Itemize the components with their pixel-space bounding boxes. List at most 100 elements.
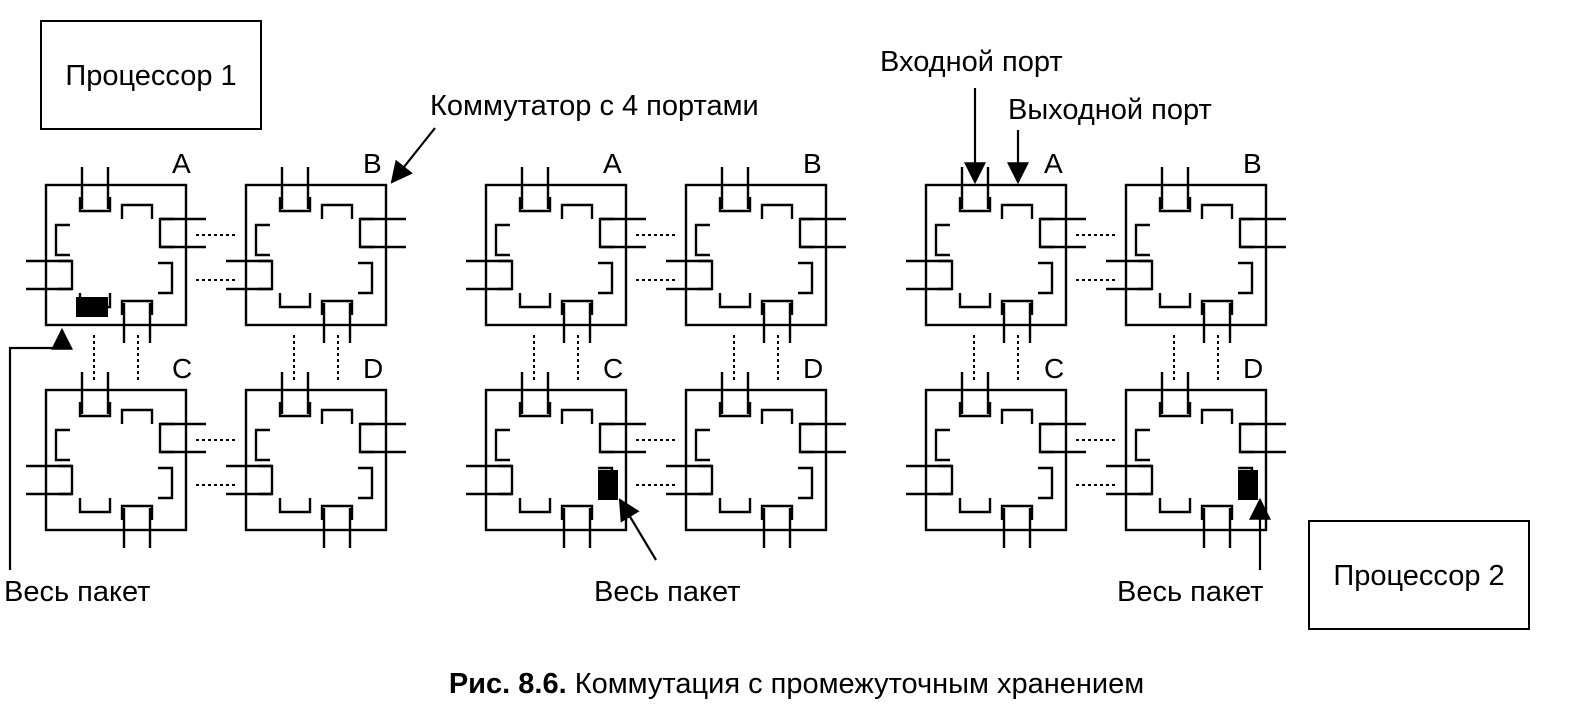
switch-C bbox=[466, 372, 646, 548]
port-buffer bbox=[320, 504, 354, 520]
switch-frame bbox=[924, 183, 1068, 327]
switch-callout-arrow bbox=[390, 127, 436, 184]
switch-D bbox=[666, 372, 846, 548]
port-buffer bbox=[518, 197, 552, 213]
port-buffer bbox=[358, 466, 374, 500]
port-buffer bbox=[934, 428, 950, 462]
port-buffer bbox=[158, 261, 174, 295]
port-buffer bbox=[760, 299, 794, 315]
port-buffer bbox=[798, 217, 814, 249]
port-buffer bbox=[1134, 223, 1150, 257]
port-buffer bbox=[58, 464, 74, 496]
switch-frame bbox=[44, 183, 188, 327]
port-buffer bbox=[1038, 422, 1054, 454]
port-buffer bbox=[254, 428, 270, 462]
port-buffer bbox=[78, 197, 112, 213]
switch-frame bbox=[484, 183, 628, 327]
port-buffer bbox=[358, 217, 374, 249]
switch-frame bbox=[244, 183, 388, 327]
port-buffer bbox=[120, 408, 154, 424]
port-buffer bbox=[1138, 464, 1154, 496]
port-buffer bbox=[718, 197, 752, 213]
port-buffer bbox=[54, 428, 70, 462]
switch-letter-c: C bbox=[603, 353, 624, 384]
port-buffer bbox=[1200, 203, 1234, 219]
port-buffer bbox=[958, 293, 992, 309]
port-buffer bbox=[958, 402, 992, 418]
switch-frame bbox=[684, 388, 828, 532]
port-buffer bbox=[120, 203, 154, 219]
port-buffer bbox=[798, 422, 814, 454]
processor-1-box: Процессор 1 bbox=[40, 20, 262, 130]
port-buffer bbox=[1134, 428, 1150, 462]
port-buffer bbox=[694, 223, 710, 257]
port-buffer bbox=[698, 464, 714, 496]
port-buffer bbox=[518, 293, 552, 309]
switch-frame bbox=[684, 183, 828, 327]
port-buffer bbox=[798, 466, 814, 500]
port-buffer bbox=[1238, 422, 1254, 454]
port-buffer bbox=[1000, 299, 1034, 315]
port-buffer bbox=[1200, 408, 1234, 424]
port-buffer bbox=[760, 203, 794, 219]
port-buffer bbox=[320, 203, 354, 219]
switch-frame bbox=[484, 388, 628, 532]
port-buffer bbox=[1158, 498, 1192, 514]
port-buffer bbox=[54, 223, 70, 257]
port-buffer bbox=[938, 259, 954, 291]
switch-frame bbox=[1124, 388, 1268, 532]
switch-letter-b: B bbox=[363, 148, 382, 179]
switch-C bbox=[26, 372, 206, 548]
switch-letter-d: D bbox=[803, 353, 824, 384]
port-buffer bbox=[598, 217, 614, 249]
caption-text: Коммутация с промежуточным хранением bbox=[574, 668, 1145, 700]
port-buffer bbox=[78, 498, 112, 514]
port-buffer bbox=[320, 299, 354, 315]
switch-letter-d: D bbox=[363, 353, 384, 384]
port-buffer bbox=[278, 197, 312, 213]
port-buffer bbox=[1158, 197, 1192, 213]
port-buffer bbox=[760, 504, 794, 520]
switch-letter-c: C bbox=[1044, 353, 1065, 384]
packet-label-1: Весь пакет bbox=[4, 576, 151, 608]
packet-label-3: Весь пакет bbox=[1117, 576, 1264, 608]
port-buffer bbox=[938, 464, 954, 496]
port-buffer bbox=[958, 498, 992, 514]
port-buffer bbox=[1238, 217, 1254, 249]
port-buffer bbox=[1000, 203, 1034, 219]
port-buffer bbox=[698, 259, 714, 291]
port-buffer bbox=[498, 259, 514, 291]
port-buffer bbox=[718, 293, 752, 309]
switch-C bbox=[906, 372, 1086, 548]
port-buffer bbox=[320, 408, 354, 424]
processor-1-label: Процессор 1 bbox=[65, 60, 237, 92]
switch-letter-a: A bbox=[172, 148, 191, 179]
port-buffer bbox=[560, 299, 594, 315]
port-buffer bbox=[1038, 466, 1054, 500]
port-buffer bbox=[1138, 259, 1154, 291]
port-buffer bbox=[278, 498, 312, 514]
port-buffer bbox=[254, 223, 270, 257]
packet-arrow-1 bbox=[8, 327, 73, 570]
packet-arrow-2 bbox=[618, 498, 657, 561]
port-buffer bbox=[1158, 402, 1192, 418]
switch-D bbox=[1106, 372, 1286, 548]
port-buffer bbox=[358, 261, 374, 295]
port-buffer bbox=[560, 408, 594, 424]
port-buffer bbox=[494, 428, 510, 462]
switch-B bbox=[1106, 167, 1286, 343]
output-port-label: Выходной порт bbox=[1008, 94, 1212, 126]
figure-caption: Рис. 8.6. Коммутация с промежуточным хра… bbox=[0, 670, 1593, 699]
port-buffer bbox=[158, 422, 174, 454]
port-buffer bbox=[718, 498, 752, 514]
switch-A bbox=[466, 167, 646, 343]
port-buffer bbox=[760, 408, 794, 424]
packet-block bbox=[598, 470, 618, 500]
port-buffer bbox=[120, 299, 154, 315]
port-buffer bbox=[78, 402, 112, 418]
packet-block bbox=[76, 297, 108, 317]
switch-letter-b: B bbox=[803, 148, 822, 179]
port-buffer bbox=[158, 466, 174, 500]
port-buffer bbox=[694, 428, 710, 462]
